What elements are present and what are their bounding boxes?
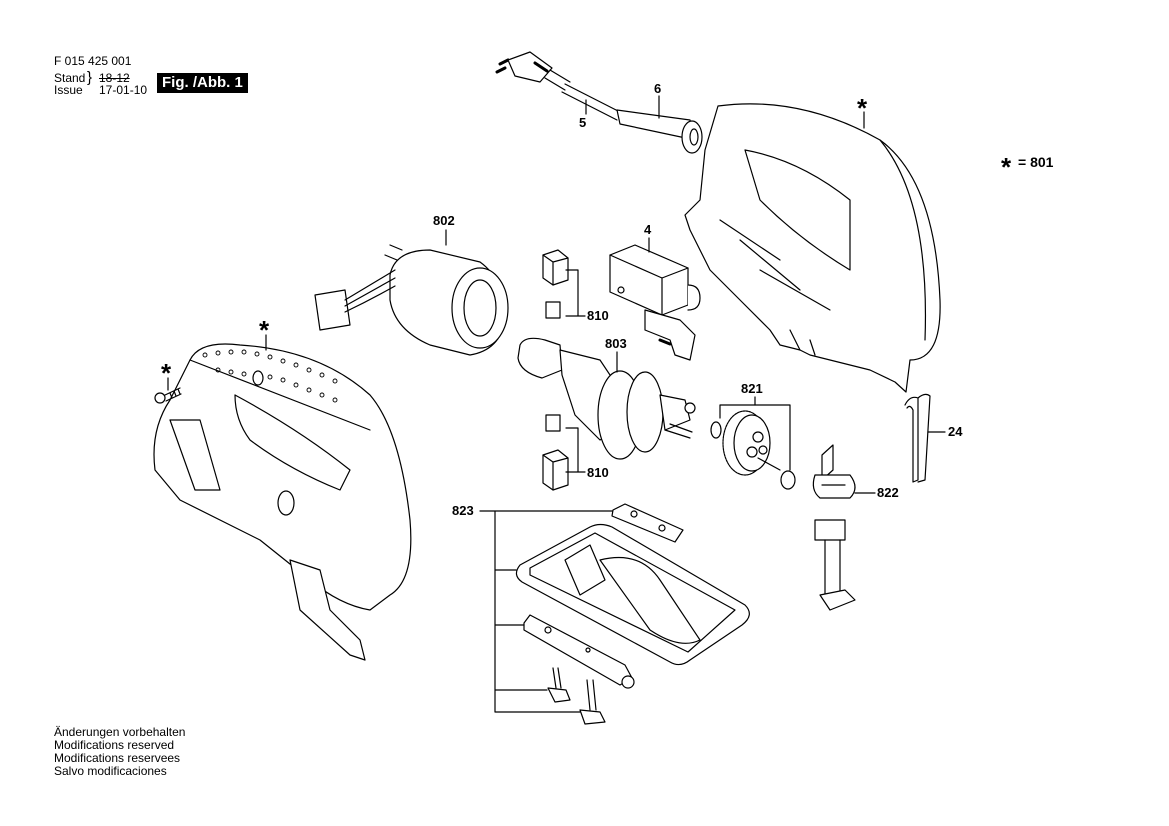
document-number: F 015 425 001 xyxy=(54,54,132,68)
issue-value: 17-01-10 xyxy=(99,83,148,97)
leader-823 xyxy=(479,510,613,713)
part-label-802: 802 xyxy=(433,213,455,228)
leader-810-lower xyxy=(565,427,586,473)
footer-note-en: Modifications reserved xyxy=(54,738,175,752)
footer-note-de: Änderungen vorbehalten xyxy=(54,725,186,739)
part-label-823: 823 xyxy=(452,503,474,518)
part-label-803: 803 xyxy=(605,336,627,351)
brush-holder-upper-part xyxy=(542,249,569,319)
part-label-821: 821 xyxy=(741,381,763,396)
saw-guide-bar-part xyxy=(523,614,635,689)
part-label-822: 822 xyxy=(877,485,899,500)
part-label-4: 4 xyxy=(644,222,652,237)
brace-icon: } xyxy=(87,69,93,86)
power-cord-part xyxy=(495,51,621,121)
housing-half-right-part xyxy=(684,103,941,393)
field-coil-part xyxy=(314,244,509,356)
part-label-5: 5 xyxy=(579,115,587,130)
figure-label: Fig. /Abb. 1 xyxy=(157,73,248,93)
star-legend-value: = 801 xyxy=(1018,154,1054,170)
footer-note-fr: Modifications reservees xyxy=(54,751,181,765)
cord-sleeve-part xyxy=(616,109,703,154)
plunger-rod-part xyxy=(904,393,931,483)
housing-half-left-part xyxy=(153,343,412,661)
stand-value: 18-12 xyxy=(99,71,130,85)
switch-part xyxy=(609,244,701,361)
footer-note-es: Salvo modificaciones xyxy=(54,764,167,778)
star-marker-screw: * xyxy=(161,358,172,388)
part-label-810-upper: 810 xyxy=(587,308,609,323)
star-legend-icon: * xyxy=(1001,152,1012,182)
star-marker-left-housing: * xyxy=(259,315,270,345)
brush-holder-lower-part xyxy=(542,414,569,491)
issue-label: Issue xyxy=(54,83,83,97)
gear-assembly-part xyxy=(710,410,796,490)
part-label-24: 24 xyxy=(948,424,963,439)
clamping-screw-part xyxy=(547,667,606,725)
housing-screw-part xyxy=(154,387,182,404)
plunger-guide-part xyxy=(812,444,856,611)
star-marker-right-housing: * xyxy=(857,93,868,123)
armature-part xyxy=(517,337,696,460)
stand-label: Stand xyxy=(54,71,86,85)
part-label-6: 6 xyxy=(654,81,662,96)
base-plate-part xyxy=(515,503,750,666)
part-label-810-lower: 810 xyxy=(587,465,609,480)
leader-810-upper xyxy=(565,269,586,317)
